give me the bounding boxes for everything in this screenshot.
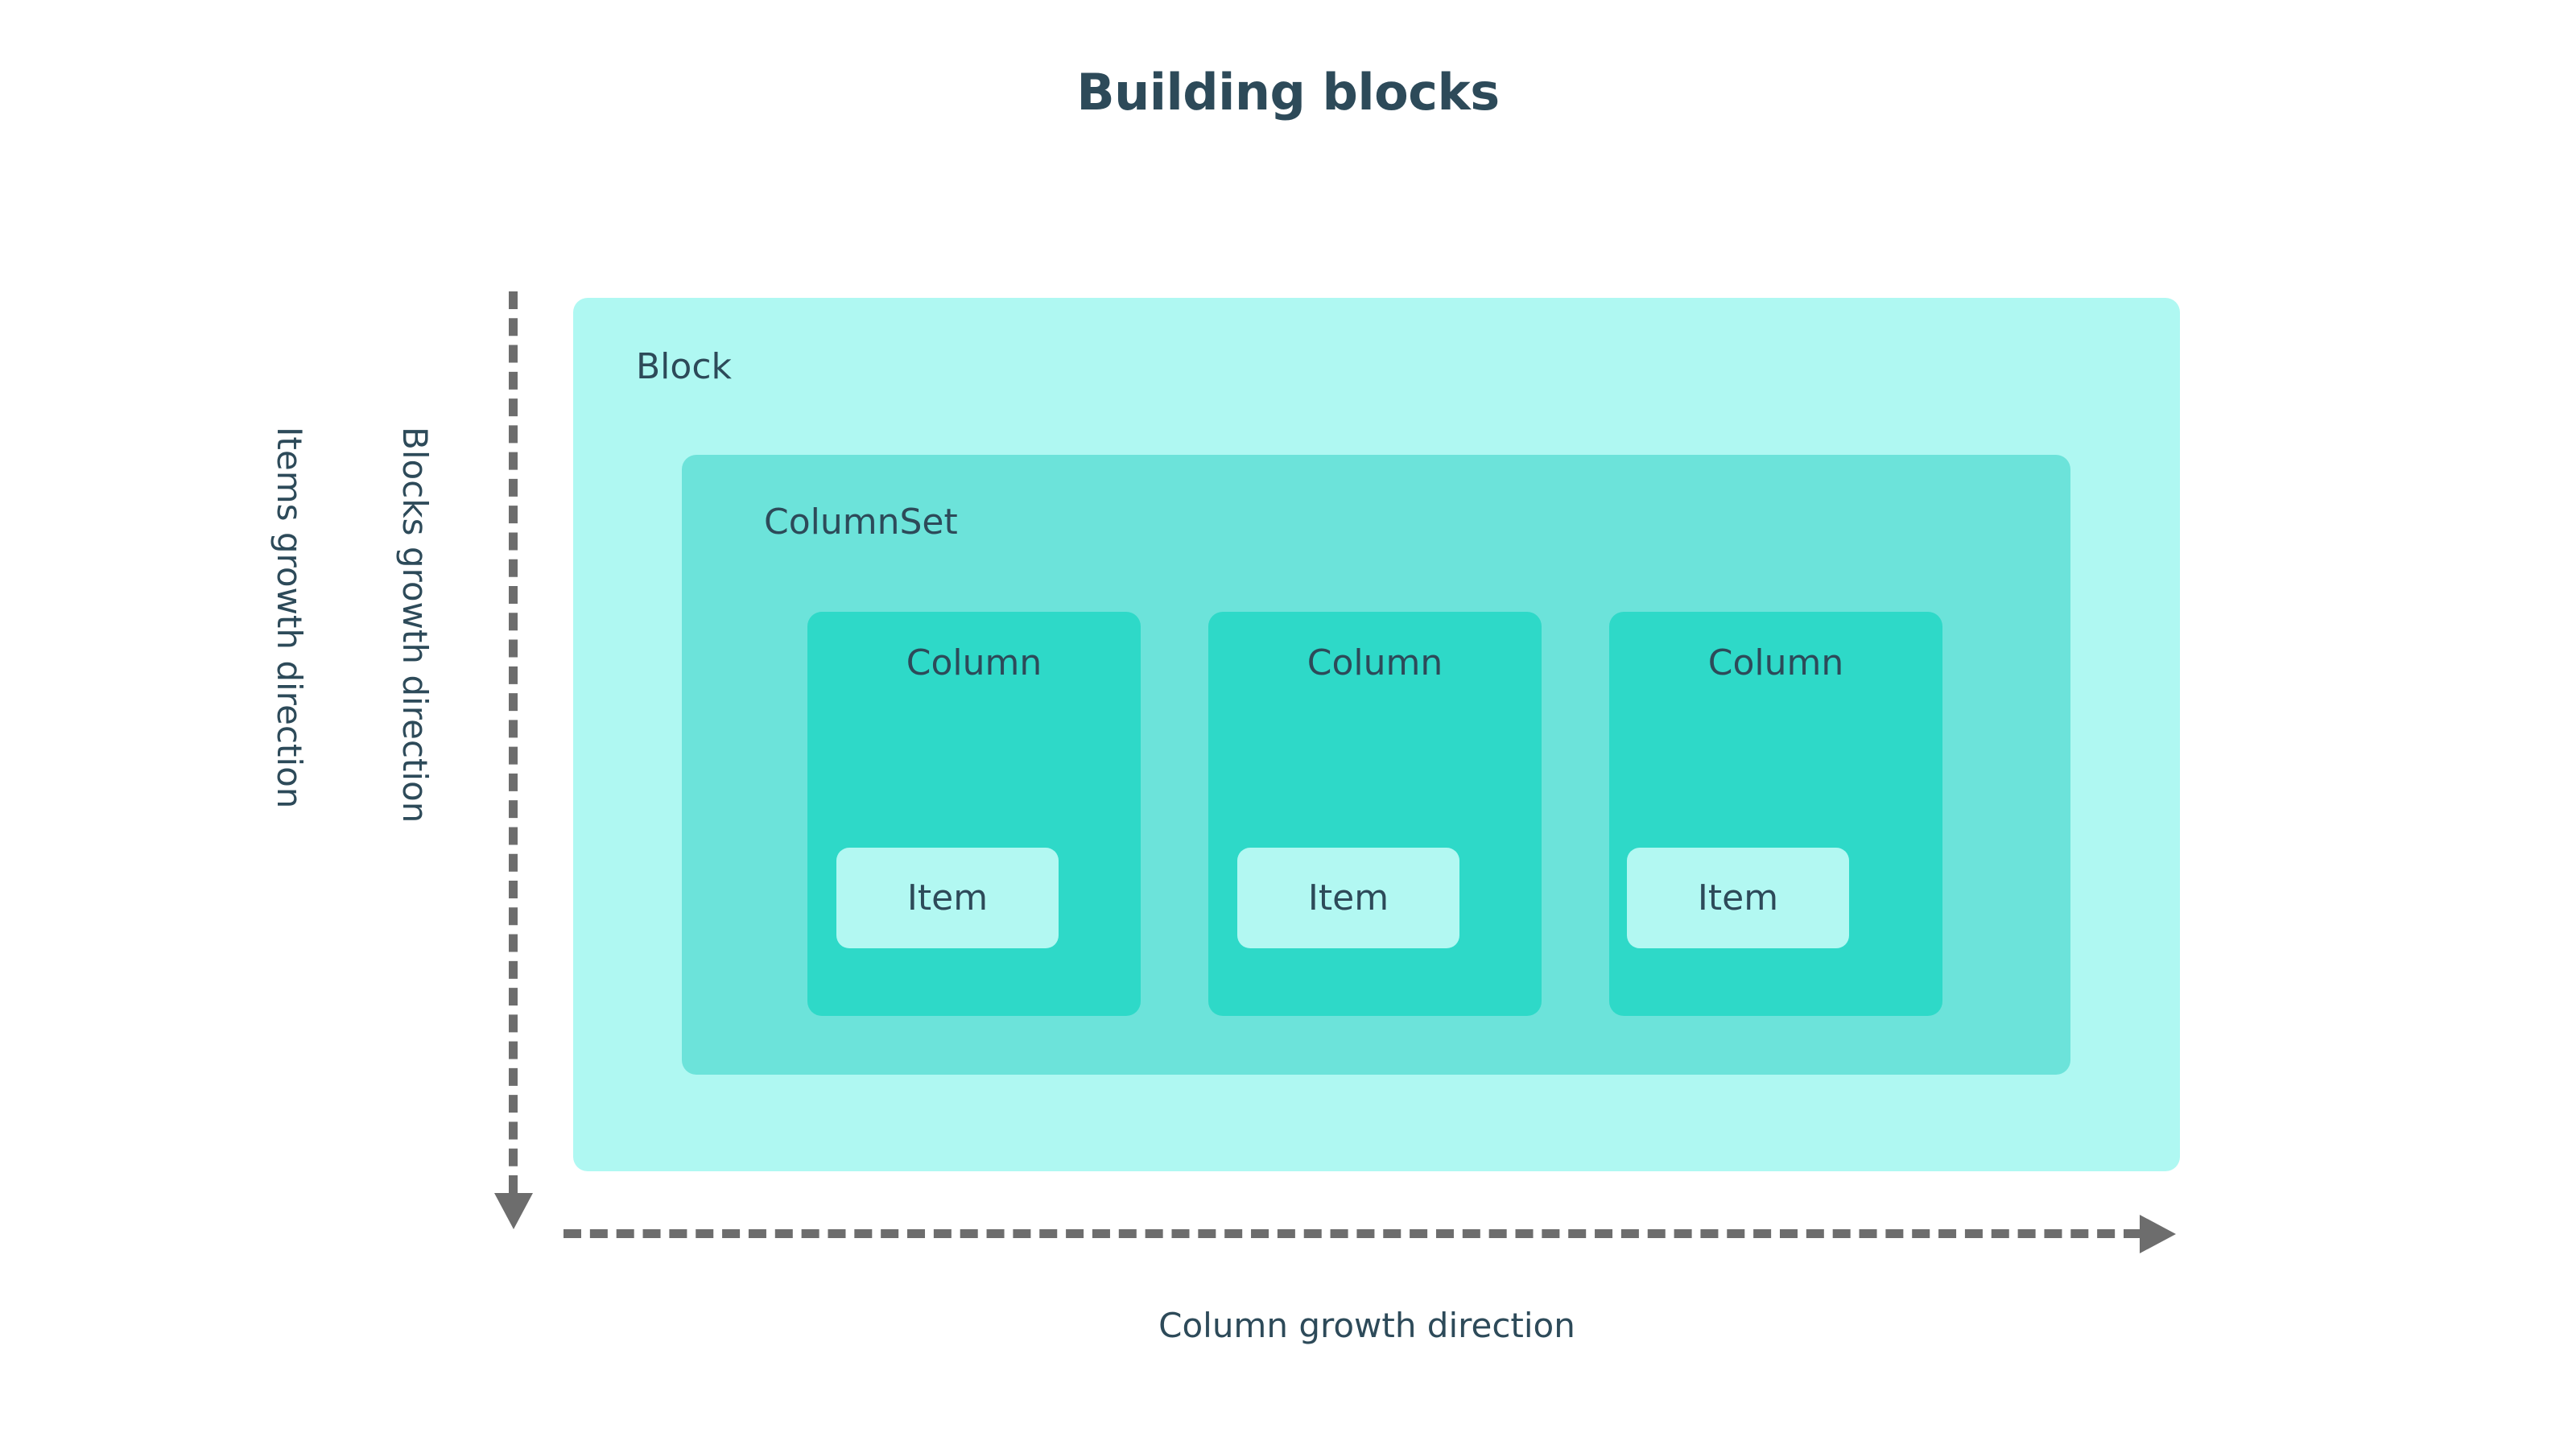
item-box: Item xyxy=(836,848,1059,948)
items-growth-direction-label: Items growth direction xyxy=(270,427,309,809)
page-title: Building blocks xyxy=(1076,63,1500,122)
column-container: Column Item xyxy=(807,612,1141,1016)
item-box: Item xyxy=(1237,848,1459,948)
item-label: Item xyxy=(1307,877,1389,919)
item-label: Item xyxy=(906,877,989,919)
item-label: Item xyxy=(1697,877,1779,919)
vertical-arrow-head-icon xyxy=(494,1193,533,1229)
columns-row: Column Item Column Item Column Item xyxy=(807,612,1942,1016)
column-container: Column Item xyxy=(1208,612,1542,1016)
column-growth-direction-label: Column growth direction xyxy=(1158,1306,1575,1345)
horizontal-arrow-head-icon xyxy=(2140,1215,2176,1253)
blocks-growth-direction-label: Blocks growth direction xyxy=(395,427,435,824)
column-label: Column xyxy=(906,642,1042,683)
columnset-label: ColumnSet xyxy=(764,502,958,543)
columnset-container: ColumnSet Column Item Column Item Column xyxy=(682,455,2070,1075)
horizontal-dashed-line xyxy=(564,1229,2141,1238)
block-label: Block xyxy=(636,346,733,387)
block-container: Block ColumnSet Column Item Column Item xyxy=(573,298,2180,1171)
column-container: Column Item xyxy=(1609,612,1942,1016)
item-box: Item xyxy=(1627,848,1849,948)
column-label: Column xyxy=(1307,642,1443,683)
column-label: Column xyxy=(1707,642,1844,683)
vertical-dashed-line xyxy=(509,291,518,1193)
